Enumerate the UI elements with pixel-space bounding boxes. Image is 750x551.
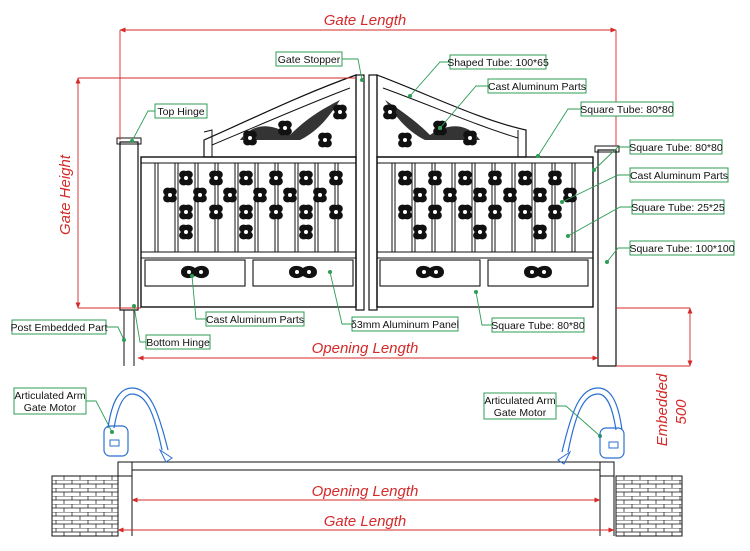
motor-right xyxy=(557,387,625,465)
right-wall xyxy=(615,475,683,537)
panel-1 xyxy=(144,259,246,287)
label-cast-aluminum-top: Cast Aluminum Parts xyxy=(488,81,586,93)
label-aluminum-panel: δ3mm Aluminum Panel xyxy=(351,319,459,331)
label-motor-right-2: Gate Motor xyxy=(494,407,547,419)
arch-ornament-left xyxy=(240,100,347,148)
bar-ornaments-left xyxy=(163,170,343,240)
label-bottom-hinge: Bottom Hinge xyxy=(146,337,210,349)
gate-stopper-post xyxy=(355,74,365,311)
label-square-tube-25: Square Tube: 25*25 xyxy=(631,202,725,214)
label-square-tube-bottom: Square Tube: 80*80 xyxy=(491,320,585,332)
embedded-label: Embedded xyxy=(654,373,671,446)
label-motor-left-2: Gate Motor xyxy=(24,402,77,414)
label-cast-aluminum-right: Cast Aluminum Parts xyxy=(630,170,728,182)
opening-length-bottom: Opening Length xyxy=(312,483,419,500)
opening-length-mid: Opening Length xyxy=(312,340,419,357)
gate-plan xyxy=(131,461,601,471)
label-square-tube-2: Square Tube: 80*80 xyxy=(629,142,723,154)
right-arch xyxy=(376,74,527,158)
gate-length-top: Gate Length xyxy=(324,12,407,29)
plan-view xyxy=(51,387,683,537)
panel-3 xyxy=(379,259,481,287)
left-wall xyxy=(51,475,119,537)
left-post xyxy=(119,141,139,311)
arch-ornament-right xyxy=(383,100,480,148)
gate-elevation xyxy=(116,74,620,367)
label-post-embedded: Post Embedded Part xyxy=(11,322,108,334)
label-square-tube-1: Square Tube: 80*80 xyxy=(580,104,674,116)
panel-2 xyxy=(252,259,354,287)
right-post xyxy=(597,149,617,367)
callouts xyxy=(11,51,735,438)
label-motor-right-1: Articulated Arm xyxy=(484,395,555,407)
label-cast-aluminum-bottom: Cast Aluminum Parts xyxy=(206,314,304,326)
label-top-hinge: Top Hinge xyxy=(157,106,204,118)
motor-left xyxy=(103,387,173,463)
gate-length-bottom: Gate Length xyxy=(324,513,407,530)
panel-4 xyxy=(487,259,589,287)
embedded-value: 500 xyxy=(673,399,690,425)
label-shaped-tube: Shaped Tube: 100*65 xyxy=(447,57,549,69)
label-motor-left-1: Articulated Arm xyxy=(14,390,85,402)
label-square-tube-100: Square Tube: 100*100 xyxy=(629,243,734,255)
gate-height: Gate Height xyxy=(57,154,74,235)
label-gate-stopper: Gate Stopper xyxy=(278,54,341,66)
bar-ornaments-right xyxy=(398,170,577,240)
dimension-lines xyxy=(75,27,693,367)
